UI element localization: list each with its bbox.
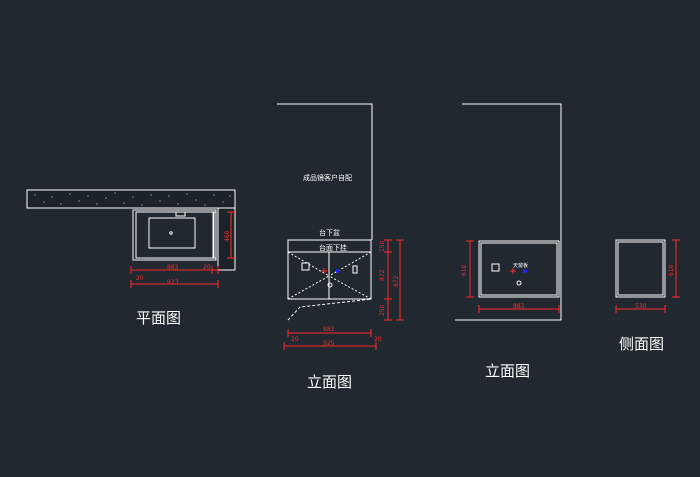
dim-front-left: 20 <box>291 336 299 343</box>
cabinet-rear <box>478 240 560 298</box>
side-elevation-title: 侧面图 <box>619 335 665 353</box>
floor-line <box>287 298 373 321</box>
dim-side-w: 530 <box>635 303 647 310</box>
side-elevation <box>615 239 666 298</box>
cabinet-rear-inner <box>480 242 558 296</box>
handle <box>352 265 358 274</box>
hang-note: 台面下挂 <box>319 244 347 252</box>
rear-elevation-title: 立面图 <box>485 362 531 380</box>
cabinet-side <box>615 239 666 298</box>
dim-plan-w1: 883 <box>167 264 179 271</box>
basin-plan <box>148 217 196 249</box>
wall-outline-1 <box>277 103 373 240</box>
drain-rear <box>516 280 522 286</box>
heater-note: 天窗板 <box>513 263 529 269</box>
dim-front-w: 883 <box>323 326 335 333</box>
plan-view <box>26 189 236 271</box>
outlet-rear <box>491 263 500 272</box>
dimension-lines <box>130 211 680 350</box>
drain-front <box>327 282 333 288</box>
outlet <box>301 262 310 271</box>
wall-outline-2 <box>455 103 562 321</box>
center-marks <box>321 268 527 274</box>
cabinet-side-inner <box>617 241 664 296</box>
drain <box>169 231 173 235</box>
dim-front-h-total: 872 <box>393 275 400 287</box>
basin-note: 台下盆 <box>319 229 340 237</box>
dim-front-h-top: 150 <box>379 240 386 252</box>
dim-front-h-mid: 472 <box>379 269 386 281</box>
dim-rear-w: 883 <box>513 303 525 310</box>
dim-plan-w1-right: 20 <box>203 264 211 271</box>
dim-front-h-bot: 250 <box>379 304 386 316</box>
dim-side-h: 610 <box>668 264 675 276</box>
faucet <box>175 211 186 217</box>
rear-elevation <box>455 103 562 321</box>
dim-plan-depth: 460 <box>224 230 231 242</box>
vanity-inner <box>135 211 214 259</box>
front-elevation-title: 立面图 <box>307 373 353 391</box>
front-elevation <box>277 103 373 321</box>
dim-plan-left: 20 <box>136 275 144 282</box>
dim-front-total: 925 <box>323 340 335 347</box>
mirror-note: 成品镜客户自配 <box>303 174 352 182</box>
dim-front-right: 20 <box>374 336 382 343</box>
countertop-strip <box>26 189 236 209</box>
dim-rear-h: 610 <box>461 264 468 276</box>
plan-title: 平面图 <box>136 309 182 327</box>
dim-plan-total: 923 <box>167 279 179 286</box>
plan-edge <box>213 211 217 259</box>
